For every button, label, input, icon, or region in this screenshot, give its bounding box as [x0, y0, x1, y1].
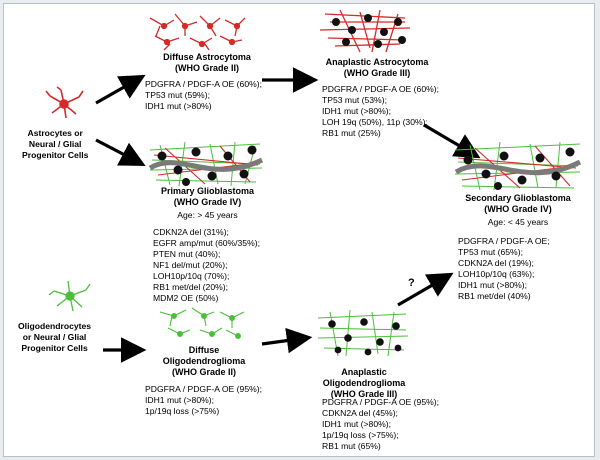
arrow-anaplastic-oligo-to-secondary — [397, 272, 454, 307]
marker-line: PDGFRA / PDGF-A OE (60%); — [322, 84, 439, 94]
marker-line: PDGFRA / PDGF-A OE; — [458, 236, 550, 246]
marker-line: LOH10p/10q (70%); — [153, 271, 230, 281]
anaplastic-oligodendroglioma-grade: (WHO Grade III) — [330, 389, 398, 399]
arrow-astro-to-primary-gbm — [95, 138, 146, 166]
marker-line: RB1 met/del (20%); — [153, 282, 228, 292]
secondary-glioblastoma-block: Secondary Glioblastoma (WHO Grade IV) Ag… — [455, 193, 581, 228]
anaplastic-oligodendroglioma-cells-icon — [317, 309, 409, 357]
marker-line: IDH1 mut (>80%); — [322, 419, 392, 429]
anaplastic-oligodendroglioma-title: Anaplastic — [341, 367, 387, 377]
anaplastic-oligodendroglioma-title-line2: Oligodendroglioma — [322, 378, 406, 388]
marker-line: RB1 mut (65%) — [322, 441, 381, 451]
marker-line: IDH1 mut (>80%); — [322, 106, 392, 116]
marker-line: CDKN2A del (45%); — [322, 408, 398, 418]
primary-glioblastoma-age: Age: > 45 years — [177, 210, 238, 220]
oligodendrocyte-cell-icon — [48, 280, 91, 312]
primary-glioblastoma-cells-icon — [148, 141, 264, 187]
secondary-glioblastoma-cells-icon — [454, 141, 582, 191]
arrow-anaplastic-astro-to-secondary — [423, 123, 481, 159]
diffuse-oligodendroglioma-cells-icon — [159, 307, 245, 339]
diffuse-oligodendroglioma-title-line2: Oligodendroglioma — [162, 356, 246, 366]
anaplastic-oligodendroglioma-block: Anaplastic Oligodendroglioma (WHO Grade … — [308, 367, 420, 400]
primary-glioblastoma-title: Primary Glioblastoma — [160, 186, 255, 196]
marker-line: 1p/19q loss (>75%); — [322, 430, 399, 440]
anaplastic-astrocytoma-block: Anaplastic Astrocytoma (WHO Grade III) — [318, 57, 436, 79]
marker-line: PDGFRA / PDGF-A OE (95%); — [322, 397, 439, 407]
secondary-glioblastoma-grade: (WHO Grade IV) — [484, 204, 552, 214]
anaplastic-astrocytoma-cells-icon — [319, 9, 411, 53]
primary-glioblastoma-block: Primary Glioblastoma (WHO Grade IV) Age:… — [150, 186, 265, 221]
label-line: Progenitor Cells — [22, 150, 89, 160]
anaplastic-astrocytoma-title: Anaplastic Astrocytoma — [325, 57, 429, 67]
arrow-astro-to-diffuse — [95, 74, 146, 105]
marker-line: NF1 del/mut (20%); — [153, 260, 228, 270]
marker-line: IDH1 mut (>80%) — [145, 101, 212, 111]
secondary-glioblastoma-age: Age: < 45 years — [487, 217, 549, 227]
diffuse-oligodendroglioma-grade: (WHO Grade II) — [171, 367, 236, 377]
arrow-diffuse-oligo-to-anaplastic-oligo — [261, 327, 313, 354]
diffuse-astrocytoma-markers: PDGFRA / PDGF-A OE (60%); TP53 mut (59%)… — [145, 79, 262, 112]
diffuse-oligodendroglioma-markers: PDGFRA / PDGF-A OE (95%); IDH1 mut (>80%… — [145, 384, 262, 417]
marker-line: PDGFRA / PDGF-A OE (95%); — [145, 384, 262, 394]
diffuse-astrocytoma-cells-icon — [149, 13, 246, 51]
marker-line: TP53 mut (53%); — [322, 95, 387, 105]
anaplastic-astrocytoma-grade: (WHO Grade III) — [343, 68, 411, 78]
label-line: or Neural / Glial — [22, 332, 87, 342]
marker-line: LOH 19q (50%), 11p (30%); — [322, 117, 428, 127]
marker-line: MDM2 OE (50%) — [153, 293, 219, 303]
diffuse-astrocytoma-title: Diffuse Astrocytoma — [163, 52, 251, 62]
secondary-glioblastoma-title: Secondary Glioblastoma — [465, 193, 571, 203]
marker-line: RB1 met/del (40%) — [458, 291, 531, 301]
label-line: Astrocytes or — [27, 128, 83, 138]
marker-line: TP53 mut (59%); — [145, 90, 210, 100]
marker-line: LOH10p/10q (63%); — [458, 269, 535, 279]
uncertain-transition-label: ? — [408, 277, 415, 289]
marker-line: IDH1 mut (>80%); — [145, 395, 215, 405]
marker-line: TP53 mut (65%); — [458, 247, 523, 257]
anaplastic-astrocytoma-markers: PDGFRA / PDGF-A OE (60%); TP53 mut (53%)… — [322, 84, 439, 139]
label-line: Oligodendrocytes — [18, 321, 92, 331]
oligodendrocyte-progenitor-label: Oligodendrocytes or Neural / Glial Proge… — [18, 321, 91, 354]
label-line: Neural / Glial — [28, 139, 82, 149]
diffuse-astrocytoma-grade: (WHO Grade II) — [174, 63, 239, 73]
marker-line: EGFR amp/mut (60%/35%); — [153, 238, 260, 248]
progression-arrows — [95, 67, 481, 363]
diffuse-oligodendroglioma-block: Diffuse Oligodendroglioma (WHO Grade II) — [148, 345, 260, 378]
marker-line: CDKN2A del (31%); — [153, 227, 229, 237]
label-line: Progenitor Cells — [21, 343, 88, 353]
marker-line: CDKN2A del (19%); — [458, 258, 534, 268]
astrocyte-cell-icon — [45, 86, 84, 119]
marker-line: 1p/19q loss (>75%) — [145, 406, 220, 416]
marker-line: PTEN mut (40%); — [153, 249, 221, 259]
diffuse-astrocytoma-block: Diffuse Astrocytoma (WHO Grade II) — [152, 52, 262, 74]
marker-line: PDGFRA / PDGF-A OE (60%); — [145, 79, 262, 89]
primary-glioblastoma-markers: CDKN2A del (31%); EGFR amp/mut (60%/35%)… — [153, 227, 260, 304]
marker-line: IDH1 mut (>80%); — [458, 280, 528, 290]
astrocyte-progenitor-label: Astrocytes or Neural / Glial Progenitor … — [22, 128, 88, 161]
diffuse-oligodendroglioma-title: Diffuse — [188, 345, 220, 355]
marker-line: RB1 mut (25%) — [322, 128, 381, 138]
primary-glioblastoma-grade: (WHO Grade IV) — [173, 197, 242, 207]
secondary-glioblastoma-markers: PDGFRA / PDGF-A OE; TP53 mut (65%); CDKN… — [458, 236, 550, 302]
anaplastic-oligodendroglioma-markers: PDGFRA / PDGF-A OE (95%); CDKN2A del (45… — [322, 397, 439, 452]
